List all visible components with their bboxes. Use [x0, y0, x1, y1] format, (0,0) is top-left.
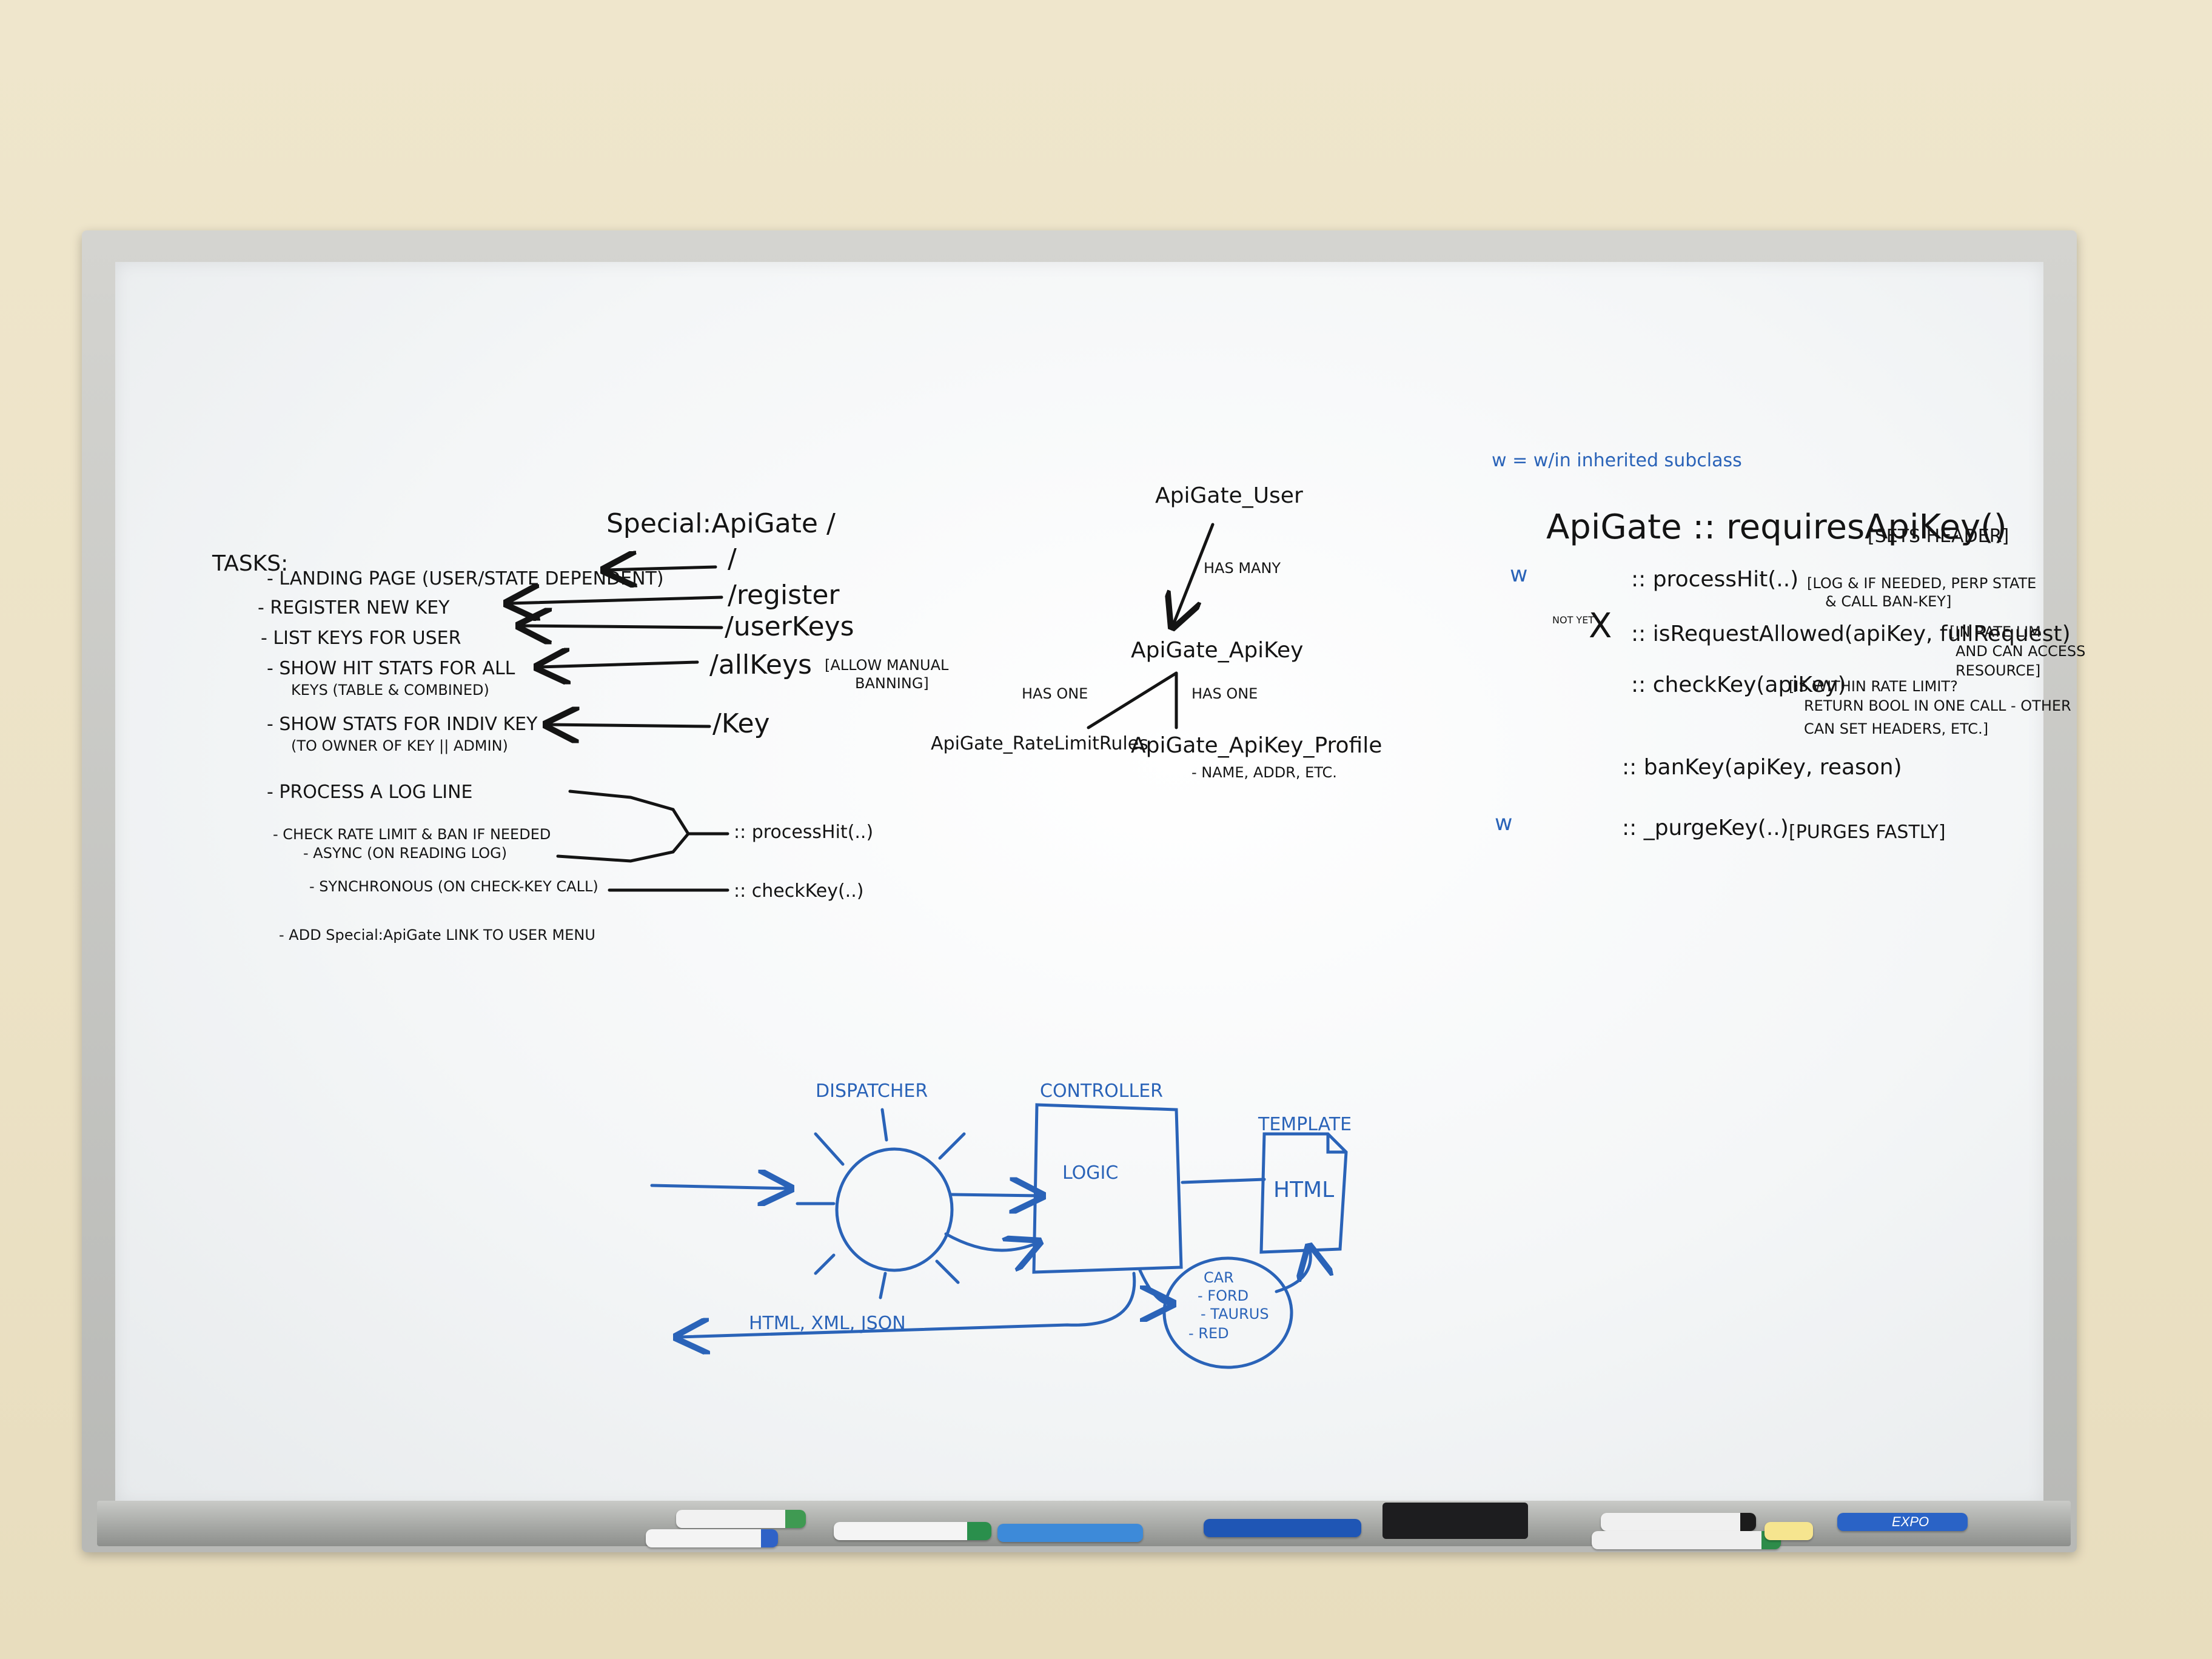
- model-to-template: [1275, 1249, 1310, 1293]
- task-add-link: - ADD Special:ApiGate LINK TO USER MENU: [279, 927, 595, 943]
- profile-note: - NAME, ADDR, ETC.: [1191, 764, 1337, 781]
- route-root: /: [728, 543, 737, 574]
- blue-marker-2[interactable]: [997, 1524, 1143, 1542]
- task-register: - REGISTER NEW KEY: [258, 597, 450, 618]
- label-output-formats: HTML, XML, JSON: [749, 1313, 906, 1334]
- task-sync: - SYNCHRONOUS (ON CHECK-KEY CALL): [309, 878, 598, 895]
- sun-ray: [879, 1272, 887, 1299]
- green-marker[interactable]: [676, 1510, 806, 1528]
- method-checkkey: :: checkKey(..): [734, 880, 864, 902]
- isallowed-note-2: AND CAN ACCESS: [1956, 643, 2086, 660]
- green-marker-3[interactable]: [1592, 1531, 1781, 1549]
- arrow-has-many: [1173, 523, 1215, 625]
- processhit-note-2: & CALL BAN-KEY]: [1825, 593, 1952, 610]
- whiteboard-eraser[interactable]: [1382, 1503, 1528, 1539]
- blue-marker[interactable]: [646, 1529, 778, 1547]
- route-register: /register: [728, 580, 840, 611]
- sun-ray: [814, 1132, 845, 1166]
- arrow-response-out: [679, 1272, 1136, 1337]
- green-marker-2[interactable]: [834, 1522, 991, 1540]
- allkeys-note-2: BANNING]: [855, 675, 929, 692]
- expo-marker[interactable]: EXPO: [1837, 1513, 1968, 1531]
- method-processhit-api: :: processHit(..): [1631, 567, 1799, 592]
- purgekey-note: [PURGES FASTLY]: [1789, 822, 1946, 843]
- controller-to-model: [1138, 1269, 1170, 1304]
- arrow-allkeys: [540, 662, 699, 667]
- class-apikey-profile: ApiGate_ApiKey_Profile: [1131, 733, 1382, 758]
- isallowed-note-3: RESOURCE]: [1956, 662, 2041, 679]
- task-check-rate: - CHECK RATE LIMIT & BAN IF NEEDED: [273, 826, 551, 843]
- arrow-register: [509, 597, 723, 603]
- arrow-key: [549, 725, 711, 726]
- isallowed-note: [IN RATE LIM: [1949, 623, 2041, 640]
- class-apigate-apikey: ApiGate_ApiKey: [1131, 638, 1304, 663]
- route-allkeys: /allKeys: [709, 649, 812, 680]
- label-car: CAR: [1204, 1269, 1234, 1286]
- label-ford: - FORD: [1198, 1287, 1249, 1304]
- marker-w: w: [1510, 562, 1528, 587]
- route-special-apigate: Special:ApiGate /: [606, 508, 836, 539]
- label-red: - RED: [1188, 1325, 1229, 1342]
- label-logic: LOGIC: [1062, 1162, 1119, 1184]
- cross-mark: X: [1589, 606, 1612, 646]
- task-async: - ASYNC (ON READING LOG): [303, 845, 508, 862]
- requires-note: [SETS HEADER]: [1868, 526, 2009, 547]
- dispatch-to-controller-2: [944, 1232, 1037, 1250]
- task-stats-all: - SHOW HIT STATS FOR ALL: [267, 658, 515, 679]
- route-key: /Key: [712, 708, 770, 739]
- method-purgekey: :: _purgeKey(..): [1622, 816, 1789, 840]
- black-marker[interactable]: [1601, 1513, 1756, 1531]
- expo-brand-label: EXPO: [1892, 1514, 1929, 1529]
- class-apigate-user: ApiGate_User: [1155, 483, 1303, 508]
- controller-box: [1032, 1103, 1183, 1274]
- method-bankey: :: banKey(apiKey, reason): [1622, 755, 1902, 780]
- method-isrequestallowed: :: isRequestAllowed(apiKey, fullRequest): [1631, 622, 2071, 646]
- sun-ray: [880, 1108, 888, 1142]
- controller-to-template: [1181, 1178, 1266, 1184]
- arrow-landing: [606, 567, 717, 570]
- label-has-one-right: HAS ONE: [1191, 685, 1258, 702]
- task-stats-key-detail: (TO OWNER OF KEY || ADMIN): [291, 737, 508, 754]
- dispatcher-sun: [835, 1147, 954, 1272]
- whiteboard-surface: [115, 262, 2043, 1505]
- label-template: TEMPLATE: [1258, 1114, 1352, 1135]
- method-checkkey-api: :: checkKey(apiKey): [1631, 672, 1846, 697]
- task-landing: - LANDING PAGE (USER/STATE DEPENDENT): [267, 568, 664, 589]
- sun-ray: [814, 1253, 836, 1275]
- label-has-many: HAS MANY: [1204, 560, 1281, 577]
- has-one-lines: [1087, 671, 1178, 729]
- route-userkeys: /userKeys: [725, 611, 854, 642]
- sun-ray: [938, 1132, 966, 1160]
- class-ratelimitrules: ApiGate_RateLimitRules: [931, 733, 1148, 754]
- task-stats-all-detail: KEYS (TABLE & COMBINED): [291, 682, 489, 699]
- label-taurus: - TAURUS: [1201, 1305, 1269, 1322]
- dispatch-to-controller: [950, 1195, 1040, 1196]
- task-process-log: - PROCESS A LOG LINE: [267, 782, 473, 803]
- method-requiresapikey: ApiGate :: requiresApiKey(): [1546, 508, 2007, 547]
- label-dispatcher: DISPATCHER: [816, 1081, 928, 1102]
- sun-ray: [935, 1259, 960, 1284]
- arrow-request-in: [650, 1185, 788, 1188]
- label-controller: CONTROLLER: [1040, 1081, 1164, 1102]
- template-page: [1259, 1132, 1348, 1254]
- task-list-keys: - LIST KEYS FOR USER: [261, 628, 461, 649]
- tasks-heading: TASKS:: [212, 551, 289, 576]
- yellow-note: [1765, 1522, 1813, 1540]
- marker-w-2: w: [1495, 811, 1513, 836]
- method-processhit: :: processHit(..): [734, 822, 874, 843]
- checkkey-note-3: CAN SET HEADERS, ETC.]: [1804, 720, 1989, 737]
- task-stats-key: - SHOW STATS FOR INDIV KEY: [267, 714, 538, 735]
- checkkey-note: [IS WITHIN RATE LIMIT?: [1789, 678, 1958, 695]
- allkeys-note: [ALLOW MANUAL: [825, 657, 949, 674]
- checkkey-note-2: RETURN BOOL IN ONE CALL - OTHER: [1804, 697, 2071, 714]
- label-html: HTML: [1273, 1178, 1335, 1202]
- process-bracket: [556, 789, 691, 863]
- processhit-note: [LOG & IF NEEDED, PERP STATE: [1807, 575, 2037, 592]
- label-has-one-left: HAS ONE: [1022, 685, 1088, 702]
- arrow-userkeys: [521, 626, 723, 628]
- blue-marker-3[interactable]: [1204, 1519, 1361, 1537]
- legend-w: w = w/in inherited subclass: [1492, 450, 1742, 471]
- not-yet-label: NOT YET: [1552, 614, 1595, 626]
